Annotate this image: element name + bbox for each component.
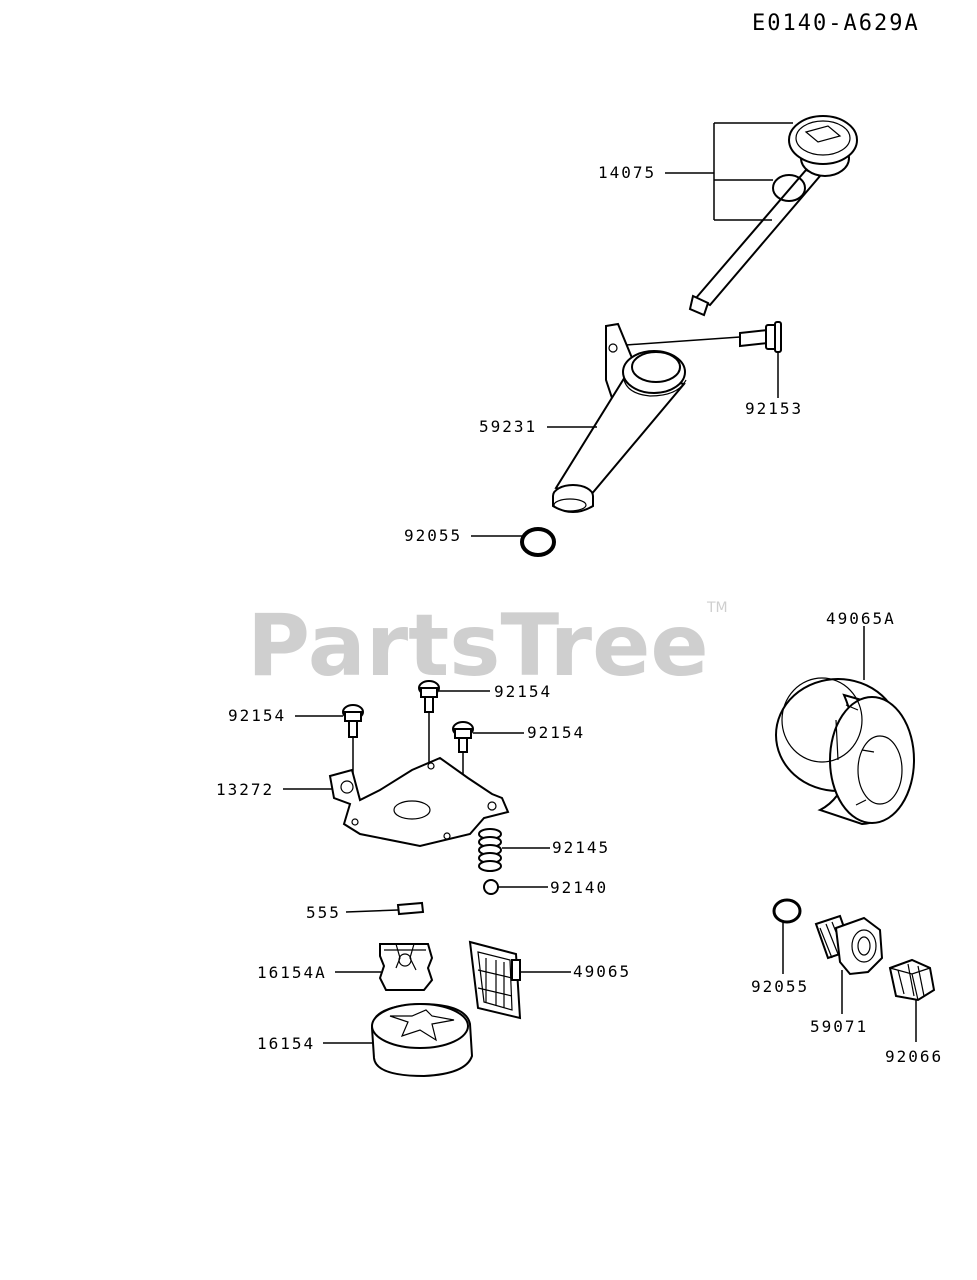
oil-filter-49065A[interactable]	[775, 677, 915, 826]
leader-555	[345, 909, 399, 913]
label-16154: 16154	[257, 1034, 315, 1053]
fitting-59071[interactable]	[814, 914, 884, 976]
watermark-tm: TM	[706, 600, 728, 616]
plate-13272[interactable]	[328, 756, 510, 848]
label-92154-right: 92154	[527, 723, 585, 742]
label-59071: 59071	[810, 1017, 868, 1036]
spring-92145[interactable]	[478, 828, 502, 872]
label-92154-top: 92154	[494, 682, 552, 701]
inner-rotor-16154A[interactable]	[378, 943, 434, 991]
label-92055-tube: 92055	[404, 526, 462, 545]
label-16154A: 16154A	[257, 963, 327, 982]
dipstick-14075[interactable]	[688, 115, 858, 317]
leader-92153	[625, 336, 779, 398]
oil-filler-tube-59231[interactable]	[552, 322, 687, 513]
bolt-92154-top[interactable]	[418, 680, 440, 713]
o-ring-92055-tube[interactable]	[520, 527, 556, 557]
label-92153: 92153	[745, 399, 803, 418]
label-59231: 59231	[479, 417, 537, 436]
o-ring-92055-right[interactable]	[772, 898, 802, 924]
plug-92066[interactable]	[888, 958, 936, 1002]
label-92154-left: 92154	[228, 706, 286, 725]
bolt-92154-right[interactable]	[452, 721, 474, 753]
label-92145: 92145	[552, 838, 610, 857]
label-555: 555	[306, 903, 341, 922]
screen-49065[interactable]	[468, 940, 522, 1020]
pin-555[interactable]	[396, 901, 425, 916]
bolt-92153[interactable]	[739, 321, 782, 353]
watermark-text: PartsTree	[247, 596, 709, 696]
diagram-code: E0140-A629A	[752, 11, 920, 36]
label-49065A: 49065A	[826, 609, 896, 628]
bolt-92154-left[interactable]	[342, 704, 364, 738]
label-92066: 92066	[885, 1047, 943, 1066]
label-92055-right: 92055	[751, 977, 809, 996]
partstree-watermark: PartsTree TM	[247, 596, 728, 696]
leader-14075	[665, 122, 793, 221]
label-13272: 13272	[216, 780, 274, 799]
outer-rotor-16154[interactable]	[370, 1002, 474, 1078]
label-49065: 49065	[573, 962, 631, 981]
label-92140: 92140	[550, 878, 608, 897]
label-14075: 14075	[598, 163, 656, 182]
ball-92140[interactable]	[483, 879, 499, 895]
